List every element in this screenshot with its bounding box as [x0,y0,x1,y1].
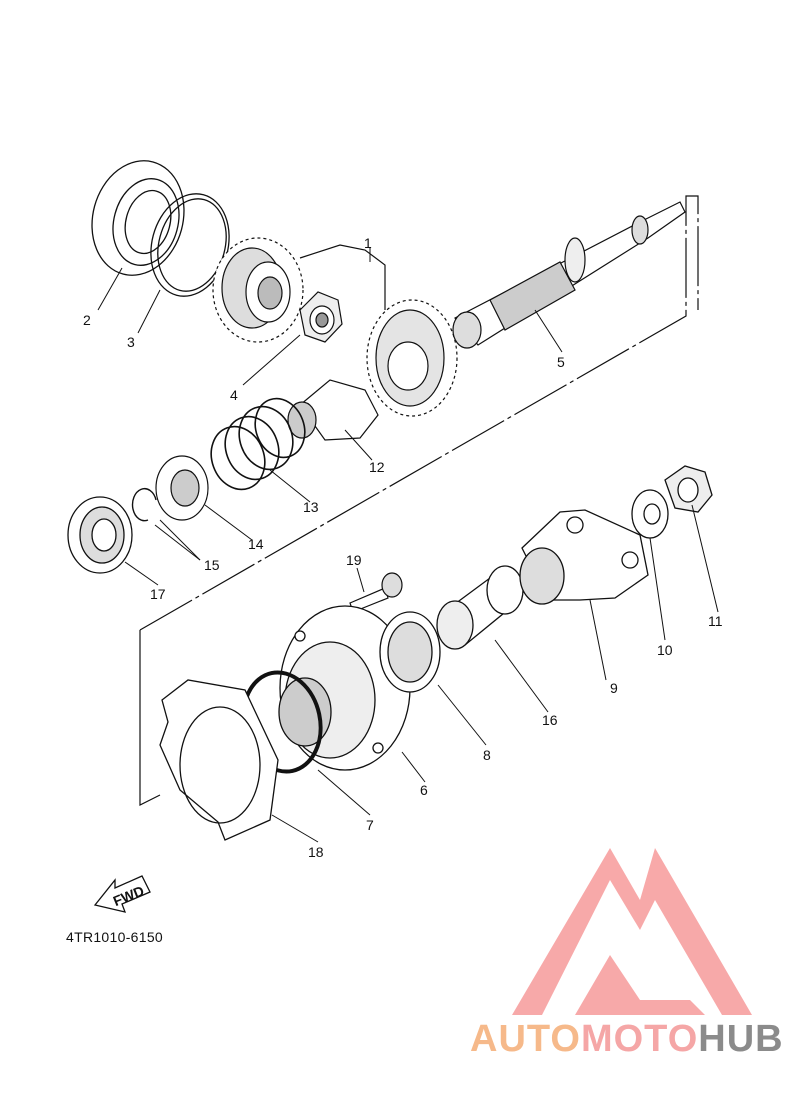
part-label-15: 15 [204,557,220,573]
part-label-17: 17 [150,586,166,602]
assembly-frame [139,195,699,806]
part-label-12: 12 [369,459,385,475]
part-label-19: 19 [346,552,362,568]
bevel-gear-large [366,299,458,417]
part-16-sleeve [436,565,524,650]
part-label-16: 16 [542,712,558,728]
part-18-plate [159,679,279,841]
part-11-nut [664,465,713,513]
part-label-18: 18 [308,844,324,860]
part-5-shaft [452,201,686,349]
part-label-13: 13 [303,499,319,515]
brand-auto: AUTO [470,1018,581,1060]
part-label-3: 3 [127,334,135,350]
part-14-washer [155,455,209,521]
watermark-brand: AUTOMOTOHUB [470,1020,784,1058]
leader-lines [97,248,719,843]
part-12-coupling [287,379,379,441]
part-label-5: 5 [557,354,565,370]
part-10-washer [631,489,669,539]
part-label-6: 6 [420,782,428,798]
part-19-bolt [349,572,403,613]
part-8-ring [379,611,441,693]
part-label-4: 4 [230,387,238,403]
part-9-yoke [519,509,649,605]
part-13-spring [210,397,306,491]
brand-hub: HUB [698,1018,784,1060]
part-15-clip [131,488,157,522]
part-label-14: 14 [248,536,264,552]
part-label-11: 11 [708,613,723,629]
brand-moto: MOTO [580,1018,699,1060]
part-label-10: 10 [657,642,673,658]
part-number-labels: 1 2 3 4 5 6 7 8 9 10 11 12 13 14 15 16 1… [83,235,723,860]
bevel-gear-small [212,237,304,343]
part-4-nut [299,291,343,343]
watermark-logo [512,848,752,1015]
part-label-8: 8 [483,747,491,763]
part-label-2: 2 [83,312,91,328]
part-6-housing [278,605,411,771]
drawing-code: 4TR1010-6150 [66,929,163,945]
fwd-label: FWD [111,882,147,909]
part-label-7: 7 [366,817,374,833]
part-label-9: 9 [610,680,618,696]
part-2-bearing [91,160,185,276]
part-label-1: 1 [364,235,372,251]
fwd-arrow-icon: FWD [93,875,151,913]
part-17-bearing [67,496,133,574]
